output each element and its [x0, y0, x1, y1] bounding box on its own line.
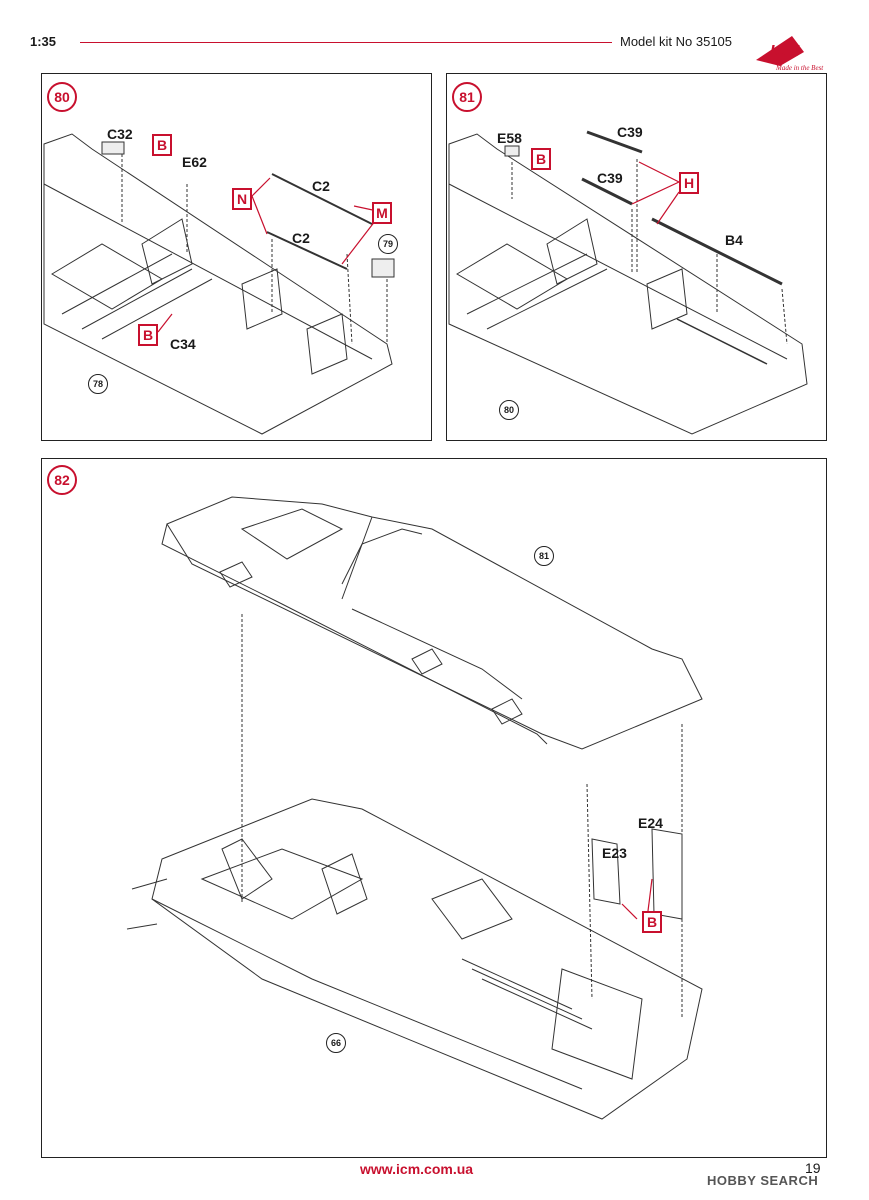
part-label: C2 [292, 230, 310, 246]
part-label: E24 [638, 815, 663, 831]
sprue-box: H [679, 172, 699, 194]
scale-label: 1:35 [30, 34, 57, 49]
part-label: C32 [107, 126, 133, 142]
sprue-box: N [232, 188, 252, 210]
sprue-box: B [642, 911, 662, 933]
step-81-panel: 81 E58 C39 C39 B4 B H 80 [446, 73, 827, 441]
website-link[interactable]: www.icm.com.ua [360, 1161, 474, 1177]
step-81-drawing [448, 130, 808, 435]
sprue-box: M [372, 202, 392, 224]
step-81-number: 81 [452, 82, 482, 112]
svg-text:ICM: ICM [770, 43, 800, 60]
page-number: 19 [805, 1160, 821, 1176]
kit-number: Model kit No 35105 [620, 34, 733, 49]
step-ref: 80 [499, 400, 519, 420]
sprue-box: B [152, 134, 172, 156]
sprue-box: B [531, 148, 551, 170]
part-label: E62 [182, 154, 207, 170]
hobby-search-watermark: HOBBY SEARCH [707, 1173, 819, 1188]
sprue-box: B [138, 324, 158, 346]
step-ref: 66 [326, 1033, 346, 1053]
header-rule [80, 42, 612, 43]
step-80-drawing [43, 133, 395, 435]
part-label: C39 [617, 124, 643, 140]
step-82-number: 82 [47, 465, 77, 495]
step-ref: 81 [534, 546, 554, 566]
part-label: E23 [602, 845, 627, 861]
svg-text:Made in the Best: Made in the Best [775, 64, 824, 72]
step-82-drawing [126, 496, 703, 1120]
part-label: E58 [497, 130, 522, 146]
part-label: C34 [170, 336, 196, 352]
step-ref: 79 [378, 234, 398, 254]
step-82-panel: 82 E24 E23 B 81 66 [41, 458, 827, 1158]
step-ref: 78 [88, 374, 108, 394]
icm-logo: ICM Made in the Best [752, 30, 832, 74]
part-label: B4 [725, 232, 743, 248]
step-80-panel: 80 C32 E62 C2 C2 C34 B N M B 79 78 [41, 73, 432, 441]
part-label: C39 [597, 170, 623, 186]
step-80-number: 80 [47, 82, 77, 112]
part-label: C2 [312, 178, 330, 194]
